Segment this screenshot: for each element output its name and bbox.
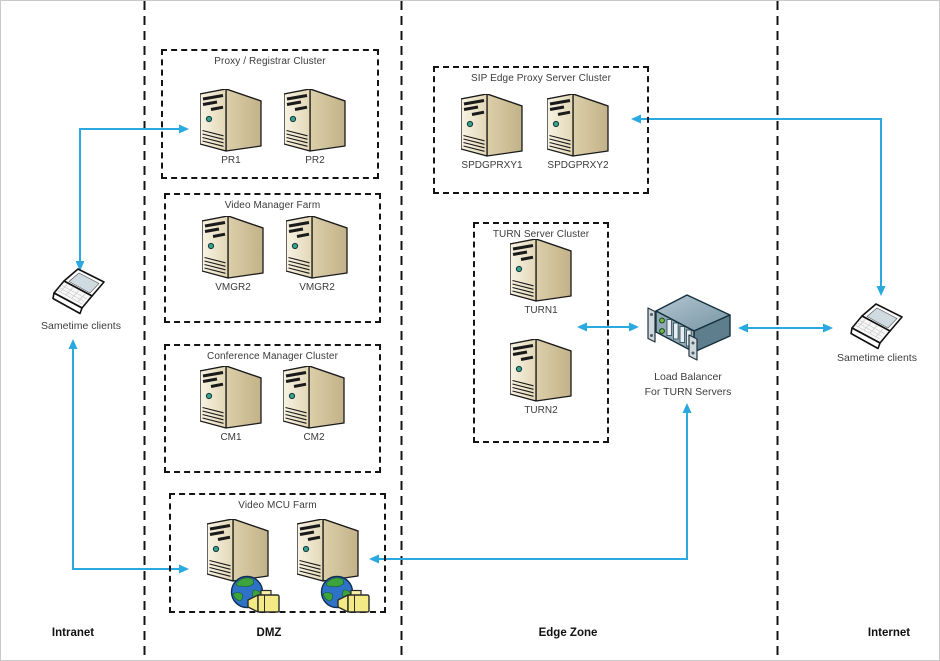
server-tower-icon	[461, 94, 523, 158]
server-label: TURN1	[524, 305, 558, 316]
rack-server-icon	[637, 288, 737, 362]
server-label: VMGR2	[299, 282, 335, 293]
server-tower-icon	[547, 94, 609, 158]
server-tower-icon	[284, 89, 346, 153]
zone-label-edge-zone: Edge Zone	[538, 627, 598, 639]
load-balancer-label: Load Balancer For TURN Servers	[608, 370, 768, 400]
cluster-title: Conference Manager Cluster	[207, 351, 338, 362]
server-vmgr-2: VMGR2	[275, 216, 359, 293]
zone-label-dmz: DMZ	[256, 627, 282, 639]
server-tower-icon	[202, 216, 264, 280]
server-label: SPDGPRXY2	[547, 160, 609, 171]
server-cm1: CM1	[189, 366, 273, 443]
server-vmgr-1: VMGR2	[191, 216, 275, 293]
clients-right-label: Sametime clients	[837, 352, 917, 364]
server-pr2: PR2	[273, 89, 357, 166]
cluster-title: SIP Edge Proxy Server Cluster	[471, 73, 611, 84]
server-tower-icon	[286, 216, 348, 280]
server-spdgprxy2: SPDGPRXY2	[536, 94, 620, 171]
globe-video-camera-icon	[320, 572, 378, 616]
cluster-title: Video Manager Farm	[224, 200, 321, 211]
server-label: CM1	[220, 432, 242, 443]
server-turn2: TURN2	[499, 339, 583, 416]
server-cm2: CM2	[272, 366, 356, 443]
server-label: PR2	[305, 155, 325, 166]
laptop-icon	[849, 303, 907, 353]
cluster-conference-manager: Conference Manager Cluster	[164, 344, 381, 473]
server-spdgprxy1: SPDGPRXY1	[450, 94, 534, 171]
server-tower-icon	[510, 339, 572, 403]
cluster-proxy-registrar: Proxy / Registrar Cluster	[161, 49, 379, 179]
server-label: VMGR2	[215, 282, 251, 293]
laptop-icon	[51, 268, 109, 318]
zone-label-intranet: Intranet	[51, 627, 95, 639]
load-balancer-label-line2: For TURN Servers	[644, 386, 732, 398]
server-tower-icon	[200, 89, 262, 153]
globe-video-camera-icon	[230, 572, 288, 616]
server-label: SPDGPRXY1	[461, 160, 523, 171]
server-turn1: TURN1	[499, 239, 583, 316]
load-balancer-label-line1: Load Balancer	[654, 371, 722, 383]
zone-label-internet: Internet	[867, 627, 911, 639]
server-pr1: PR1	[189, 89, 273, 166]
server-label: CM2	[303, 432, 325, 443]
cluster-video-manager-farm: Video Manager Farm	[164, 193, 381, 323]
cluster-sip-edge-proxy: SIP Edge Proxy Server Cluster	[433, 66, 649, 194]
cluster-title: Proxy / Registrar Cluster	[214, 56, 326, 67]
server-tower-icon	[283, 366, 345, 430]
connector-loadbalancer-clients	[738, 323, 833, 333]
server-tower-icon	[200, 366, 262, 430]
connector-sipproxy-clients	[631, 114, 886, 296]
cluster-title: Video MCU Farm	[238, 500, 317, 511]
server-label: PR1	[221, 155, 241, 166]
clients-left-label: Sametime clients	[41, 320, 121, 332]
server-label: TURN2	[524, 405, 558, 416]
server-tower-icon	[510, 239, 572, 303]
cluster-title: TURN Server Cluster	[492, 229, 590, 240]
cluster-turn-server: TURN Server Cluster	[473, 222, 609, 443]
